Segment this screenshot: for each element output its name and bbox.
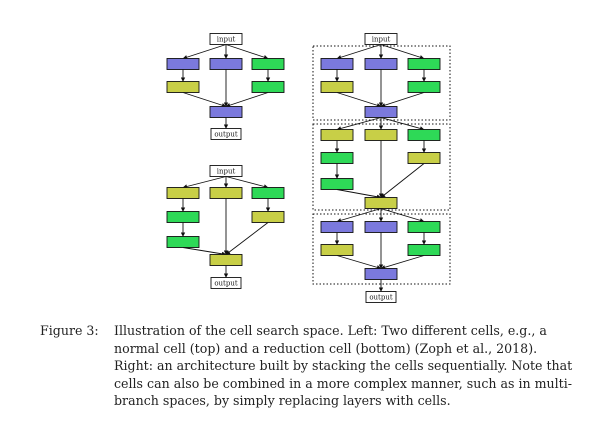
- left-normal-node-c1: [251, 58, 285, 70]
- left-normal-edge-6: [182, 92, 227, 108]
- right-cell1-node-merge: [364, 106, 398, 118]
- right-cell2-edge-7: [336, 189, 382, 199]
- right-input-label: input: [372, 35, 391, 43]
- left-reduction-node-b1: [209, 187, 243, 199]
- right-cell2-node-merge: [364, 197, 398, 209]
- right-cell1-node-b1: [364, 58, 398, 70]
- left-reduction-output-label: output: [214, 279, 238, 287]
- right-cell2-boundary: [312, 123, 451, 211]
- left-normal-output: [210, 128, 242, 140]
- right-output: [365, 291, 397, 303]
- caption-text: Illustration of the cell search space. L…: [114, 323, 573, 409]
- left-reduction-edge-9: [225, 222, 269, 255]
- right-cell2-edge-9: [380, 163, 425, 198]
- left-reduction-edge-1: [182, 176, 227, 189]
- right-cell3-edge-3: [380, 208, 425, 223]
- right-cell3-boundary: [312, 213, 451, 285]
- right-cell2-node-b1: [364, 129, 398, 141]
- left-normal-edge-3: [225, 44, 269, 60]
- right-cell1-edge-8: [380, 92, 425, 108]
- right-cell2-node-a2: [320, 152, 354, 164]
- left-reduction-node-a3: [166, 236, 200, 248]
- left-normal-edge-8: [225, 92, 269, 108]
- caption-label: Figure 3:: [40, 323, 99, 338]
- left-reduction-node-a2: [166, 211, 200, 223]
- right-cell1-edge-1: [336, 44, 382, 60]
- right-cell2-node-a3: [320, 178, 354, 190]
- right-output-label: output: [369, 293, 393, 301]
- right-cell2-node-a1: [320, 129, 354, 141]
- right-cell1-node-c2: [407, 81, 441, 93]
- nodes: input output input output input output: [166, 33, 441, 303]
- right-cell3-node-b1: [364, 221, 398, 233]
- right-cell1-node-c1: [407, 58, 441, 70]
- right-cell3-node-c2: [407, 244, 441, 256]
- right-input: [364, 33, 398, 45]
- edges: [180, 44, 427, 292]
- left-reduction-input-label: input: [217, 167, 236, 175]
- left-normal-node-b1: [209, 58, 243, 70]
- right-cell3-edge-1: [336, 208, 382, 223]
- left-reduction-input: [209, 165, 243, 177]
- right-cell2-node-c2: [407, 152, 441, 164]
- left-reduction-node-a1: [166, 187, 200, 199]
- right-cell2-edge-3: [380, 117, 425, 131]
- left-normal-node-merge: [209, 106, 243, 118]
- left-normal-input: [209, 33, 243, 45]
- left-normal-output-label: output: [214, 130, 238, 138]
- right-cell3-node-c1: [407, 221, 441, 233]
- figure-caption: Figure 3: Illustration of the cell searc…: [40, 322, 575, 410]
- right-cell2-node-c1: [407, 129, 441, 141]
- right-cell1-edge-3: [380, 44, 425, 60]
- right-cell1-node-a2: [320, 81, 354, 93]
- cell-search-space-figure: input output input output input output: [166, 33, 451, 303]
- right-cell3-edge-8: [380, 255, 425, 270]
- left-reduction-edge-3: [225, 176, 269, 189]
- cell-boundaries: [312, 45, 451, 285]
- left-normal-node-a1: [166, 58, 200, 70]
- left-normal-edge-1: [182, 44, 227, 60]
- right-cell1-boundary: [312, 45, 451, 121]
- right-cell3-edge-6: [336, 255, 382, 270]
- left-normal-node-c2: [251, 81, 285, 93]
- right-cell1-edge-6: [336, 92, 382, 108]
- left-normal-input-label: input: [217, 35, 236, 43]
- left-reduction-node-merge: [209, 254, 243, 266]
- left-reduction-edge-7: [182, 247, 227, 257]
- left-reduction-node-c2: [251, 211, 285, 223]
- right-cell3-node-a2: [320, 244, 354, 256]
- left-reduction-node-c1: [251, 187, 285, 199]
- right-cell1-node-a1: [320, 58, 354, 70]
- right-cell3-node-a1: [320, 221, 354, 233]
- right-cell3-node-merge: [364, 268, 398, 280]
- left-normal-node-a2: [166, 81, 200, 93]
- left-reduction-output: [210, 277, 242, 289]
